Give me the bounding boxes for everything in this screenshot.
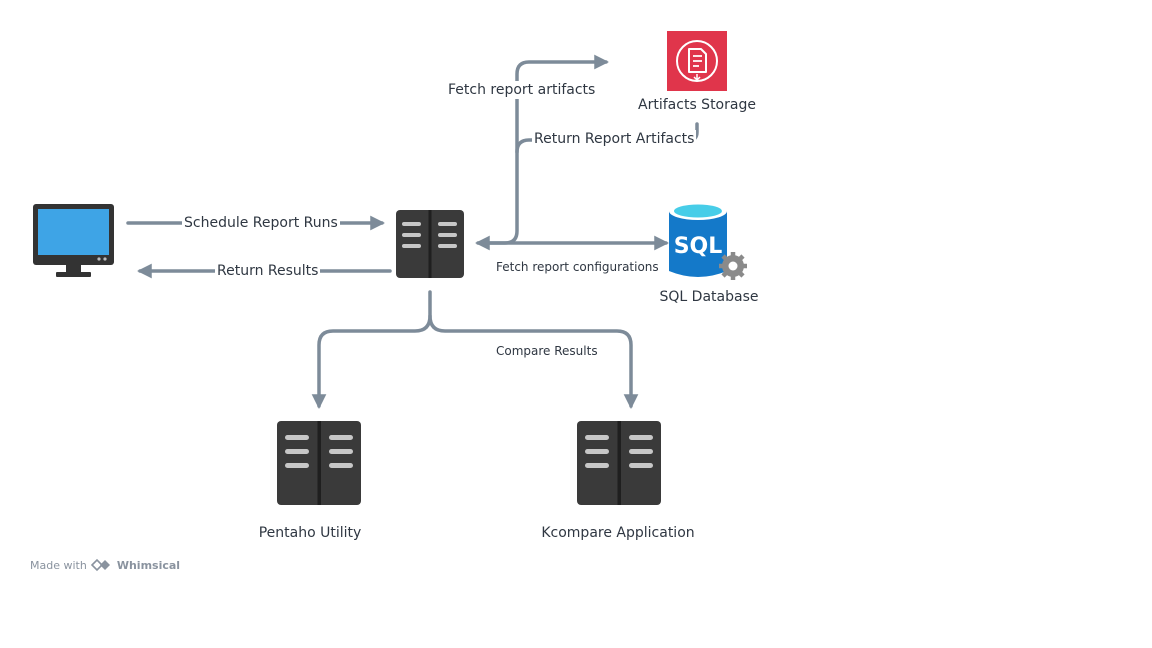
edge-label-fetch-configs: Fetch report configurations: [494, 260, 661, 275]
artifacts-storage-label: Artifacts Storage: [638, 97, 756, 113]
artifacts-storage-icon: [667, 31, 727, 91]
sql-badge-text: SQL: [674, 234, 723, 259]
watermark[interactable]: Made with Whimsical: [30, 558, 180, 572]
whimsical-logo-icon: [90, 558, 110, 572]
watermark-brand: Whimsical: [116, 558, 181, 572]
edge-label-compare: Compare Results: [494, 344, 600, 359]
edge-label-schedule: Schedule Report Runs: [182, 214, 340, 232]
scheduler-server-icon: [396, 210, 464, 278]
gear-icon: [719, 252, 747, 280]
watermark-prefix: Made with: [30, 558, 87, 572]
sql-database-icon: SQL: [669, 202, 747, 280]
compare-left-arrow: [311, 290, 432, 409]
pentaho-server-icon: [277, 421, 361, 505]
pentaho-utility-label: Pentaho Utility: [258, 525, 362, 541]
kcompare-server-icon: [577, 421, 661, 505]
edge-label-return-results: Return Results: [215, 262, 321, 280]
compare-right-arrow: [428, 314, 639, 409]
edge-label-fetch-artifacts: Fetch report artifacts: [446, 81, 598, 99]
edge-label-return-artifacts: Return Report Artifacts: [532, 130, 697, 148]
monitor-icon: [33, 204, 114, 277]
kcompare-application-label: Kcompare Application: [541, 525, 695, 541]
sql-database-label: SQL Database: [659, 289, 759, 305]
